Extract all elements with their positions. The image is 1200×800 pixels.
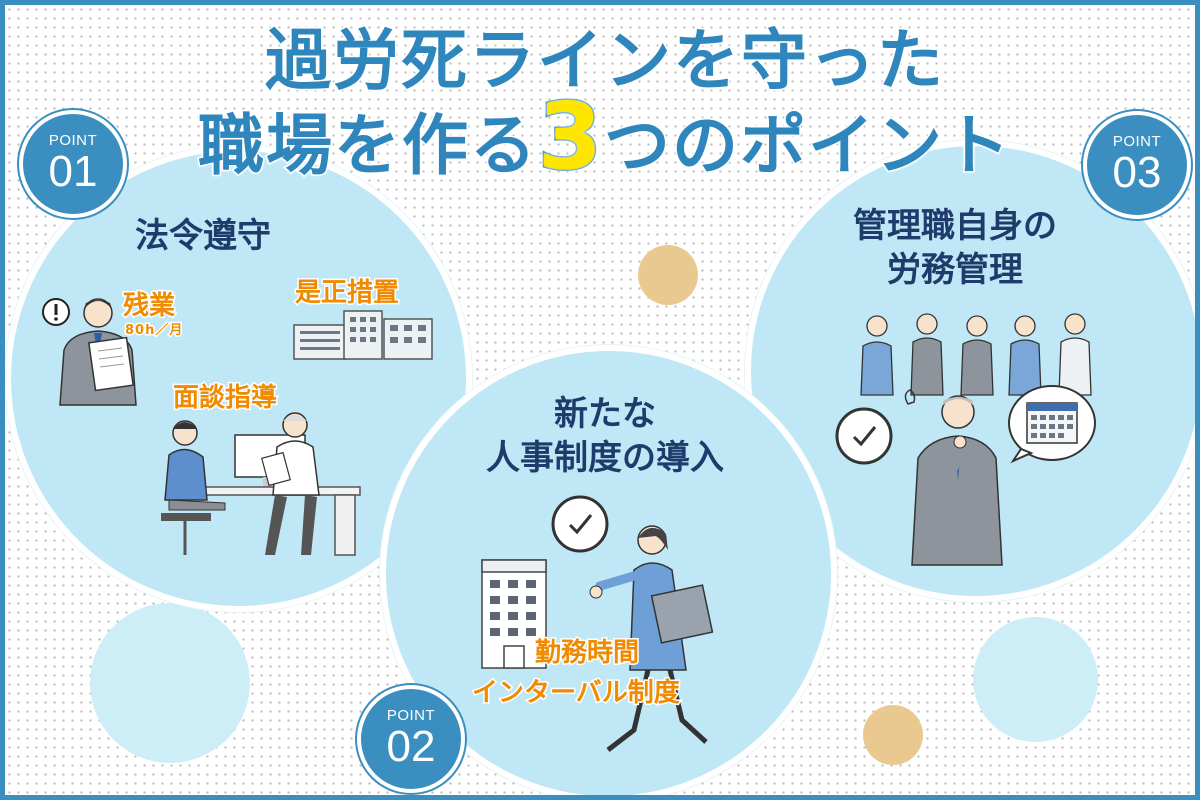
decor-dot-tan-top bbox=[638, 245, 698, 305]
title-number-3: 3 bbox=[536, 82, 604, 192]
point-01-badge-number: 01 bbox=[48, 147, 98, 196]
exclamation-icon bbox=[42, 298, 70, 326]
tag-interval-system: インターバル制度 bbox=[471, 677, 682, 710]
walking-woman-illustration bbox=[589, 525, 714, 752]
title-line-1: 過労死ラインを守った bbox=[264, 21, 945, 101]
interview-scene-illustration bbox=[161, 412, 361, 556]
clock-icon bbox=[551, 495, 609, 553]
tag-interview-guidance: 面談指導 bbox=[171, 382, 278, 415]
point-02-badge-number: 02 bbox=[386, 722, 436, 771]
point-01-heading: 法令遵守 bbox=[135, 216, 271, 256]
decor-dot-blue-right bbox=[973, 617, 1098, 742]
point-02-badge-label: POINT bbox=[386, 707, 436, 724]
tag-overtime: 残業 bbox=[121, 290, 176, 323]
point-02-heading-line-2: 人事制度の導入 bbox=[486, 438, 724, 478]
decor-dot-tan-bottom bbox=[863, 705, 923, 765]
title-line-2: 職場を作る3つのポイント bbox=[5, 82, 1195, 192]
point-02-heading-line-1: 新たな bbox=[554, 394, 656, 434]
point-03-badge: POINT 03 bbox=[1083, 111, 1191, 219]
point-01-badge: POINT 01 bbox=[19, 110, 127, 218]
worried-manager-illustration bbox=[904, 389, 1003, 566]
point-01-badge-label: POINT bbox=[48, 132, 98, 149]
decor-dot-blue-left bbox=[90, 603, 250, 763]
building-cluster-illustration bbox=[293, 310, 433, 360]
title-line-2-post: つのポイント bbox=[603, 106, 1012, 186]
point-03-badge-label: POINT bbox=[1112, 133, 1162, 150]
staff-group-illustration bbox=[860, 313, 1092, 396]
document-icon bbox=[87, 336, 135, 392]
businessman-reading-illustration bbox=[59, 298, 137, 406]
point-03-heading-line-2: 労務管理 bbox=[887, 250, 1023, 290]
point-03-badge-number: 03 bbox=[1112, 148, 1162, 197]
point-03-heading-line-1: 管理職自身の bbox=[853, 206, 1057, 246]
tag-overtime-hours: 80h／月 bbox=[123, 322, 184, 340]
tag-corrective-measures: 是正措置 bbox=[293, 277, 400, 310]
tag-working-hours: 勤務時間 bbox=[533, 637, 640, 670]
title-line-2-pre: 職場を作る bbox=[196, 106, 538, 186]
clock-icon bbox=[835, 407, 893, 465]
calendar-icon bbox=[1008, 385, 1096, 464]
point-02-badge: POINT 02 bbox=[357, 685, 465, 793]
building-icon bbox=[481, 559, 547, 669]
